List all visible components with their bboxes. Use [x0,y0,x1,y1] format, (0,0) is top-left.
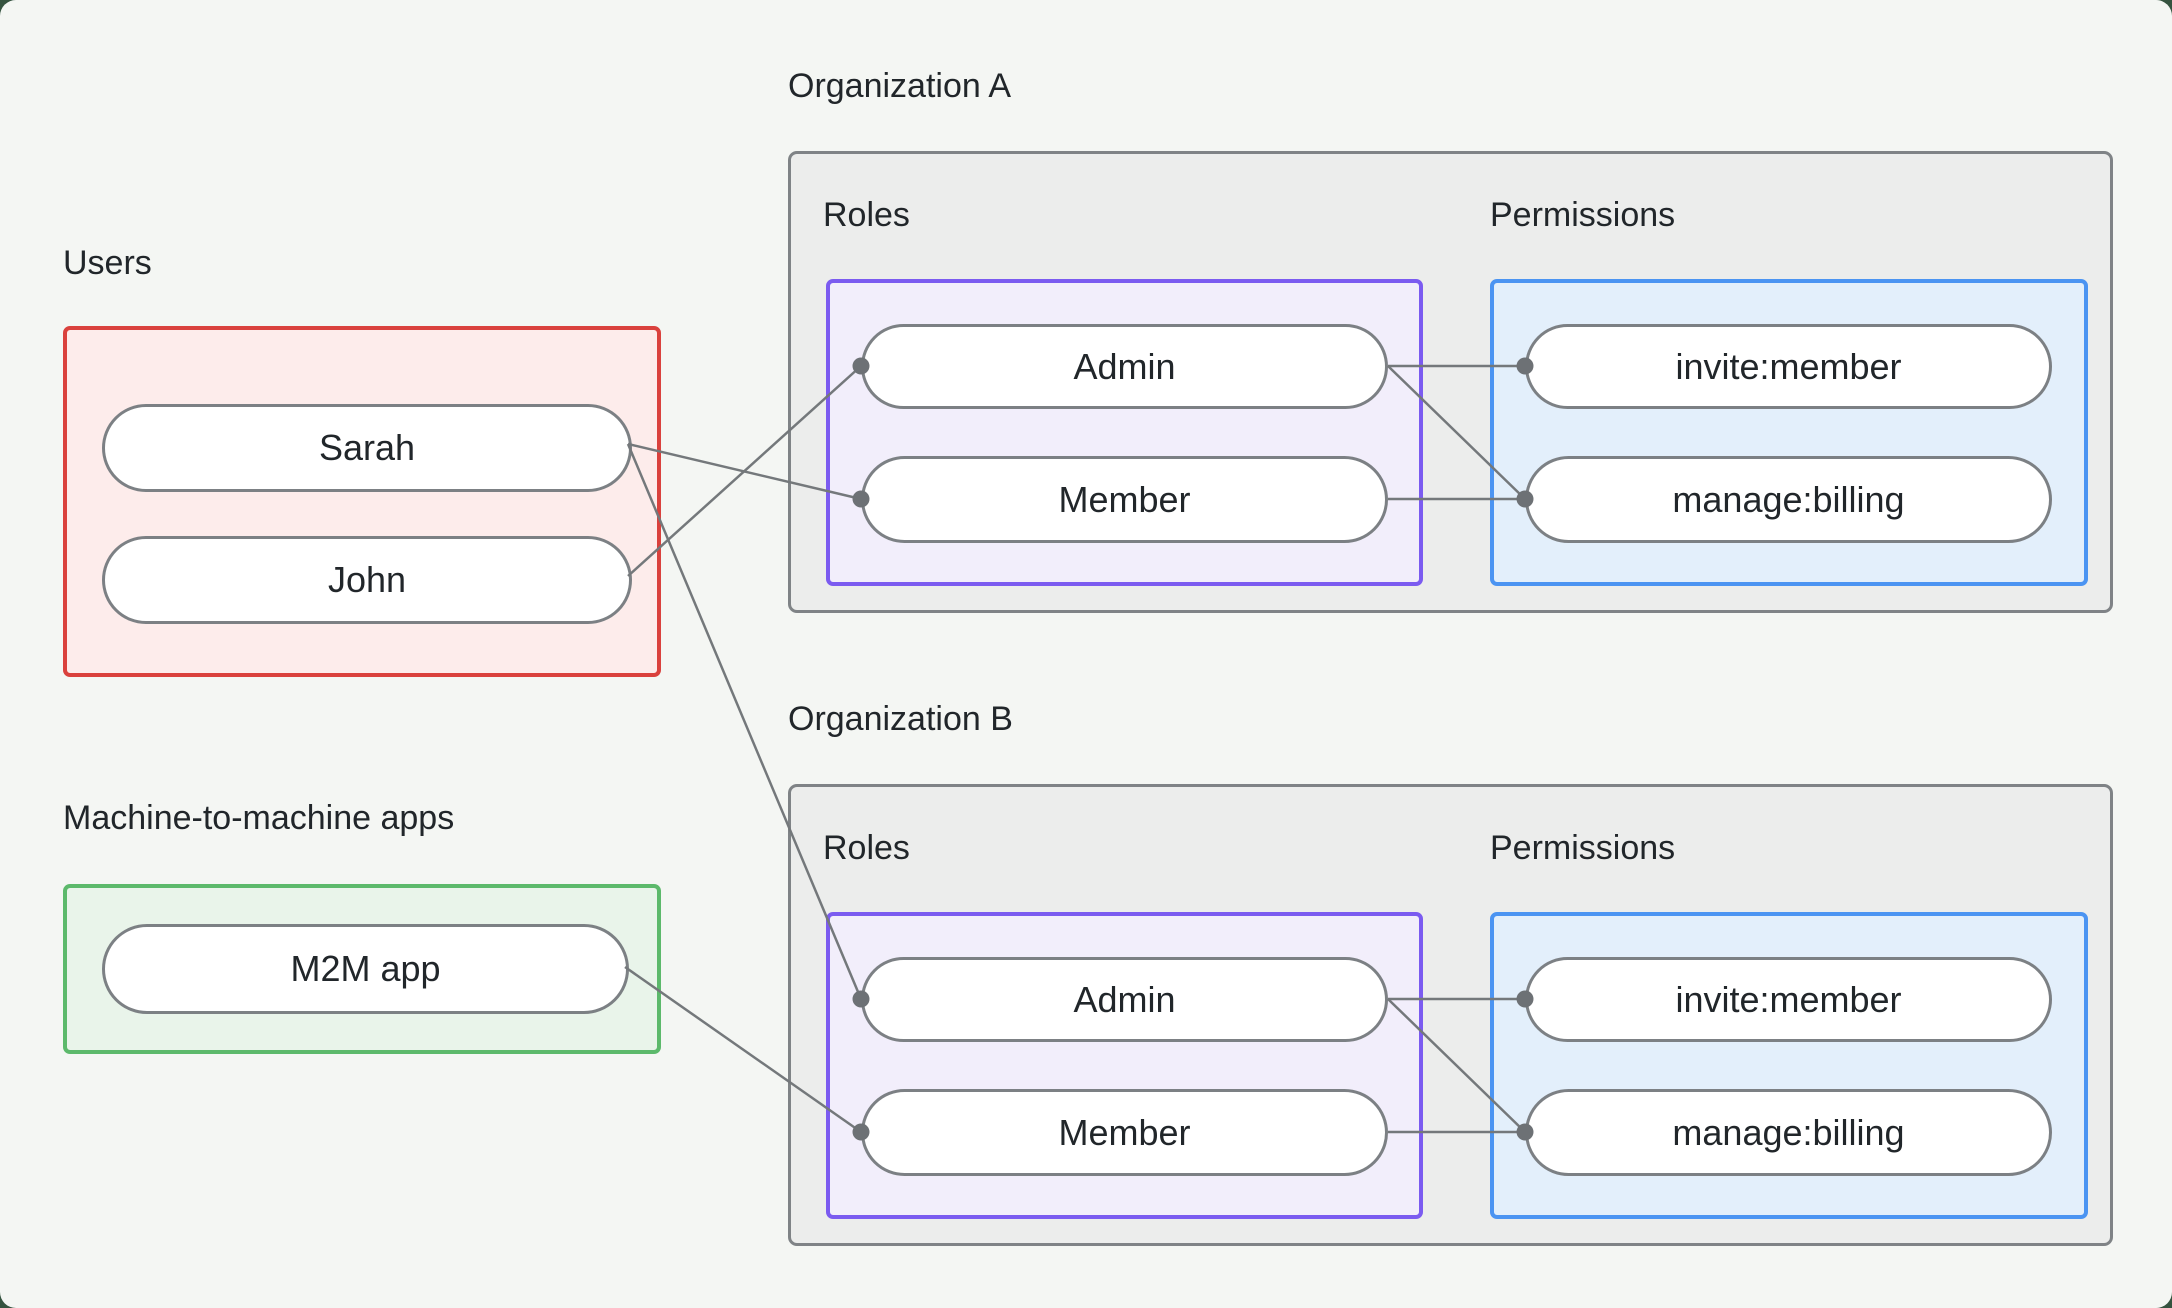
node-org-b-admin: Admin [861,957,1388,1042]
node-sarah-label: Sarah [318,427,416,468]
node-m2m-app-label: M2M app [290,948,441,989]
users-group-label: Users [63,244,152,282]
node-org-b-invite-member: invite:member [1525,957,2052,1042]
org-b-roles-box: Admin Member [826,912,1423,1219]
org-a-title: Organization A [788,67,1012,105]
org-b-permissions-box: invite:member manage:billing [1490,912,2088,1219]
node-john: John [102,536,632,624]
org-a-roles-label: Roles [823,196,910,234]
node-org-a-member: Member [861,456,1388,543]
org-b-permissions-label: Permissions [1490,829,1676,867]
users-group-box: Sarah John [63,326,661,677]
node-sarah: Sarah [102,404,632,492]
org-b-title: Organization B [788,700,1013,738]
m2m-group-box: M2M app [63,884,661,1054]
org-a-permissions-box: invite:member manage:billing [1490,279,2088,586]
node-org-a-manage-billing-label: manage:billing [1672,478,1905,520]
node-org-a-admin: Admin [861,324,1388,409]
node-m2m-app: M2M app [102,924,629,1014]
node-org-b-member: Member [861,1089,1388,1176]
node-org-a-member-label: Member [1058,478,1191,520]
node-org-a-admin-label: Admin [1073,345,1176,387]
org-b-roles-label: Roles [823,829,910,867]
org-a-roles-box: Admin Member [826,279,1423,586]
node-org-a-invite-member: invite:member [1525,324,2052,409]
node-org-b-manage-billing-label: manage:billing [1672,1111,1905,1153]
node-john-label: John [327,559,407,600]
node-org-b-invite-member-label: invite:member [1675,978,1902,1020]
org-a-permissions-label: Permissions [1490,196,1676,234]
node-org-b-admin-label: Admin [1073,978,1176,1020]
node-org-a-manage-billing: manage:billing [1525,456,2052,543]
node-org-a-invite-member-label: invite:member [1675,345,1902,387]
node-org-b-manage-billing: manage:billing [1525,1089,2052,1176]
m2m-group-label: Machine-to-machine apps [63,799,455,837]
node-org-b-member-label: Member [1058,1111,1191,1153]
